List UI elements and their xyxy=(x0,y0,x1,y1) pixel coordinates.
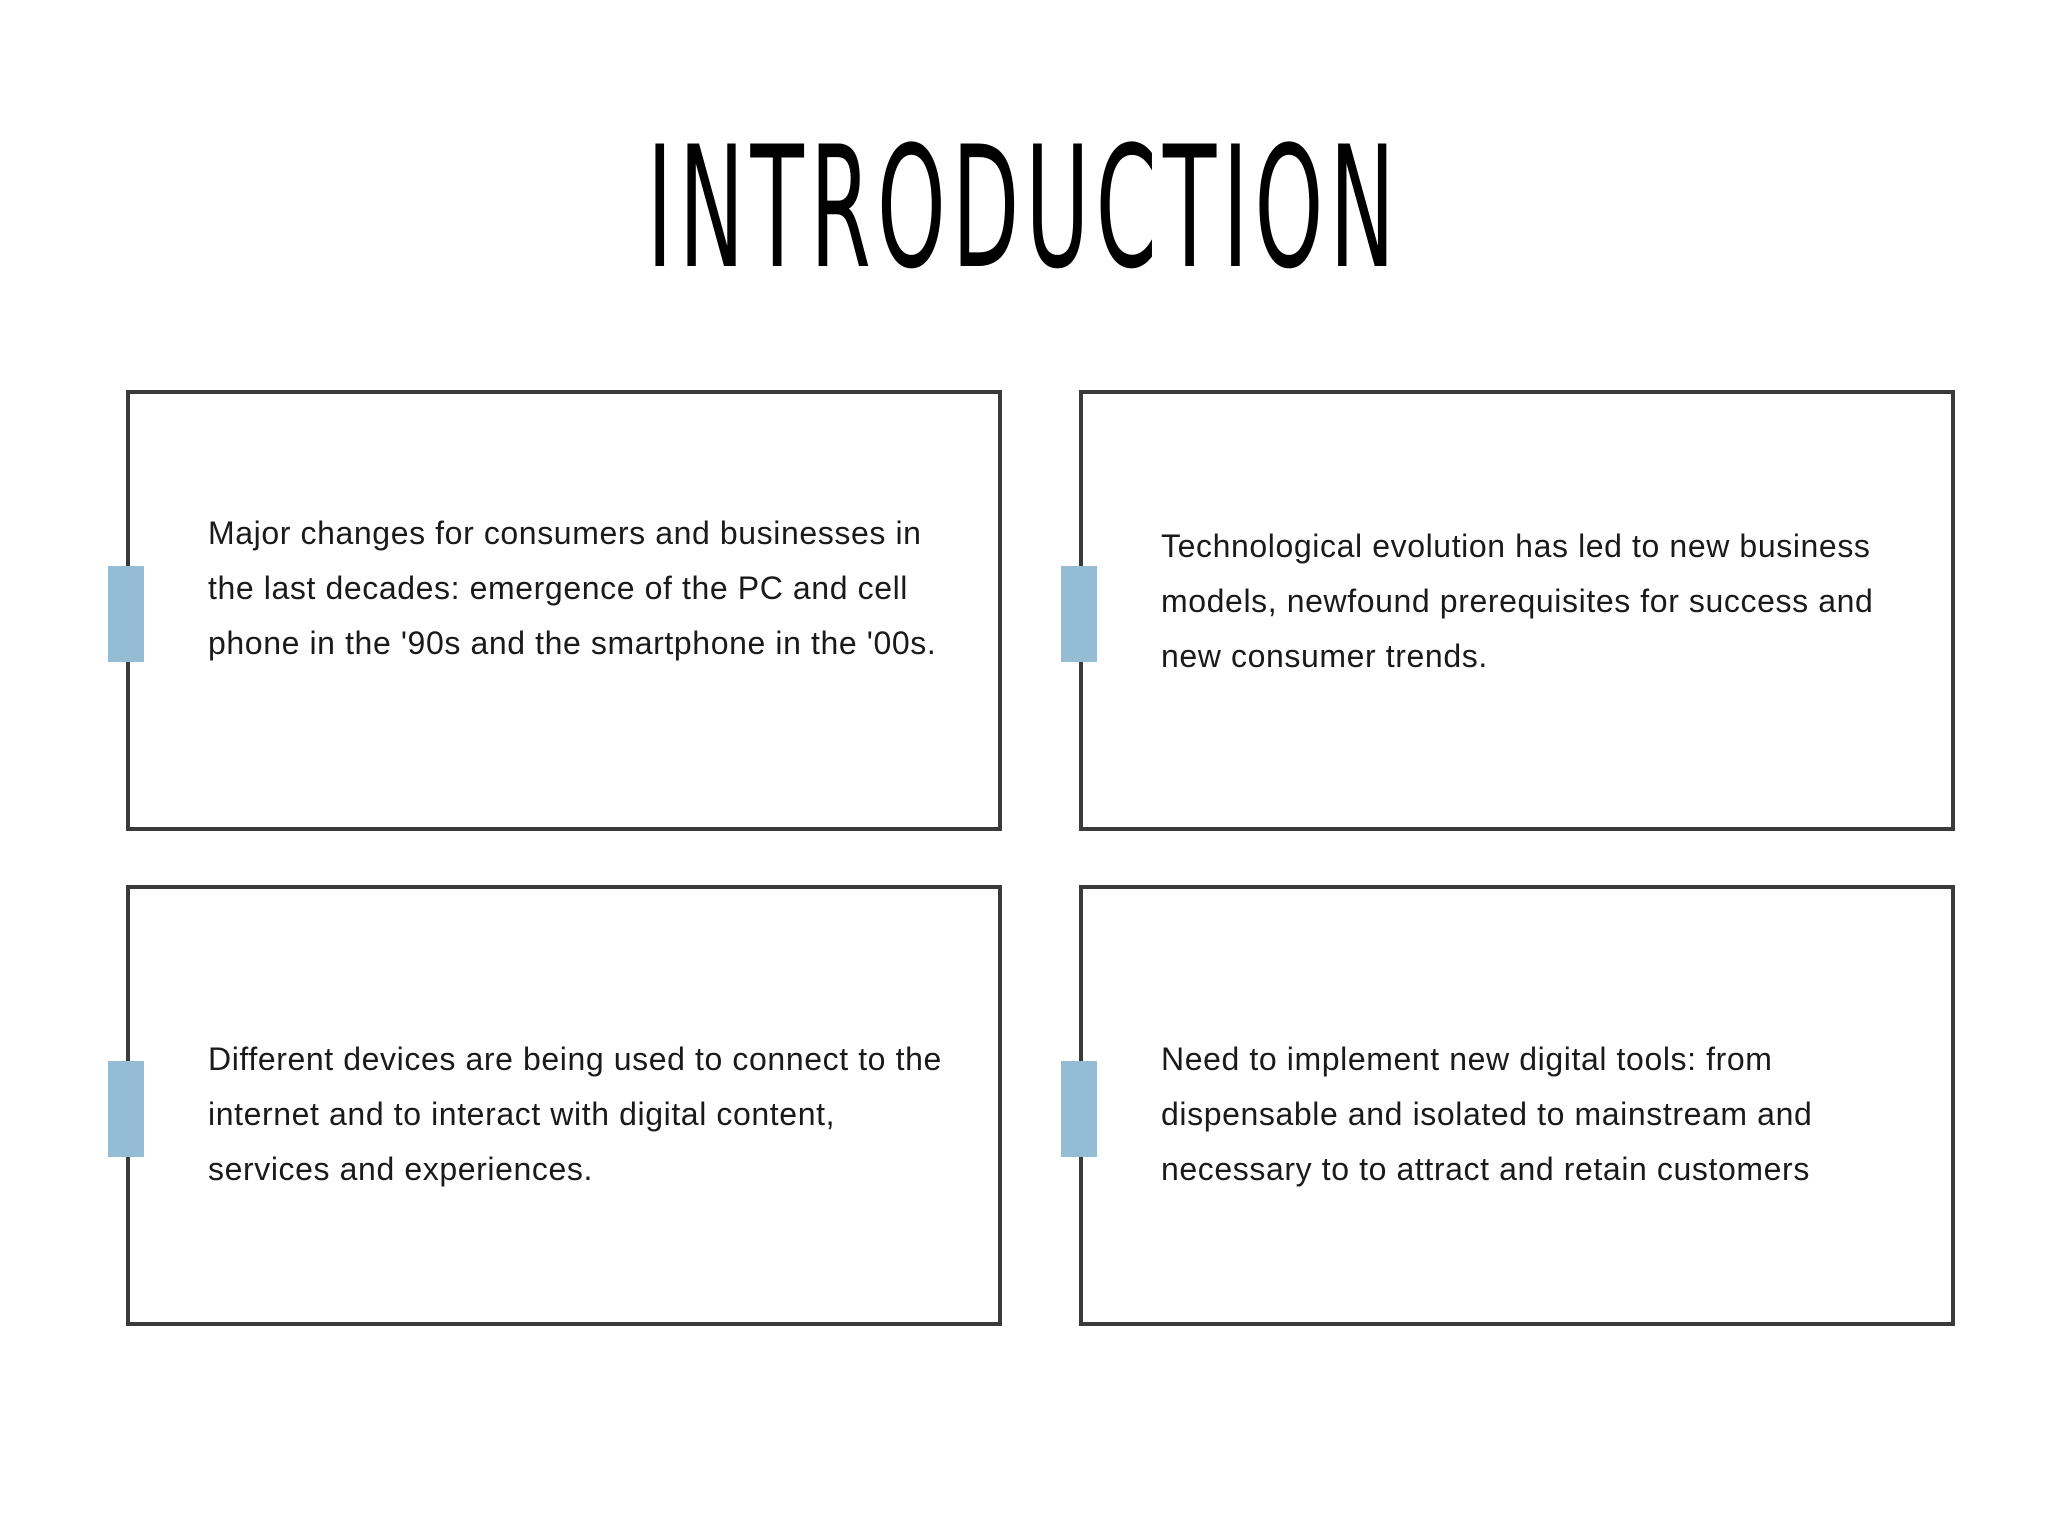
info-card-consumer-changes: Major changes for consumers and business… xyxy=(108,390,1002,831)
info-card-technological-evolution: Technological evolution has led to new b… xyxy=(1061,390,1955,831)
card-text: Major changes for consumers and business… xyxy=(208,515,937,661)
card-text: Need to implement new digital tools: fro… xyxy=(1161,1041,1813,1187)
slide-title: INTRODUCTION xyxy=(646,110,1402,306)
card-text: Different devices are being used to conn… xyxy=(208,1041,942,1187)
card-accent-tab xyxy=(108,1061,144,1157)
card-accent-tab xyxy=(1061,1061,1097,1157)
card-accent-tab xyxy=(1061,566,1097,662)
card-text: Technological evolution has led to new b… xyxy=(1161,528,1874,674)
info-card-different-devices: Different devices are being used to conn… xyxy=(108,885,1002,1326)
card-accent-tab xyxy=(108,566,144,662)
info-card-digital-tools: Need to implement new digital tools: fro… xyxy=(1061,885,1955,1326)
